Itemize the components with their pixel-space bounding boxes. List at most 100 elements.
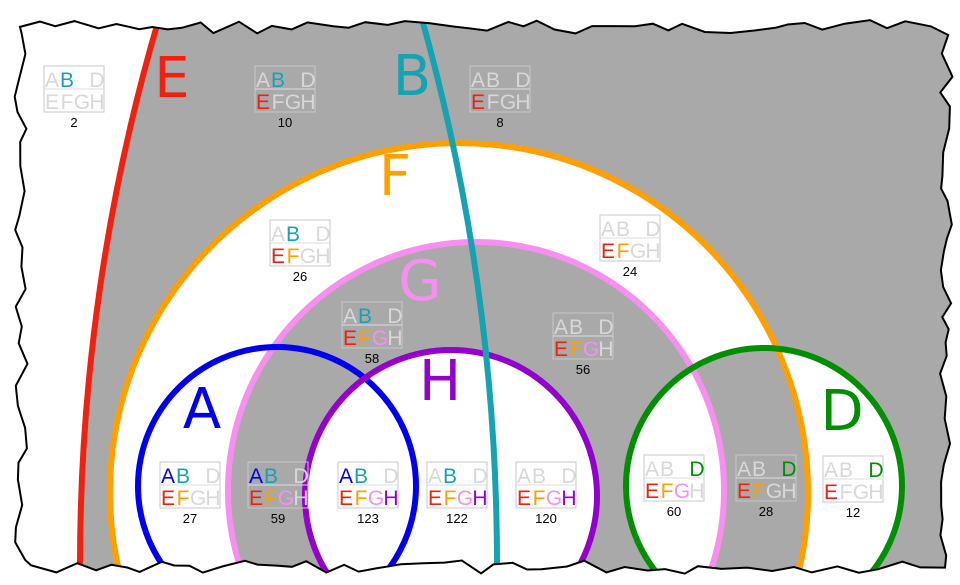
region-letter-g: G [766, 480, 782, 503]
set-label-h: H [419, 349, 461, 414]
region-count: 122 [446, 511, 468, 526]
region-letter-h: H [205, 487, 220, 510]
region-letter-d: D [387, 305, 402, 328]
region-letter-g: G [583, 338, 599, 361]
region-letter-g: G [674, 480, 690, 503]
region-letter-a: A [824, 459, 838, 482]
set-label-d: D [820, 379, 863, 444]
region-letter-g: G [546, 487, 562, 510]
region-letter-e: E [737, 480, 751, 503]
region-letter-f: F [265, 487, 278, 510]
region-letter-a: A [256, 69, 270, 92]
region-letter-b: B [532, 465, 546, 488]
region-count: 2 [70, 115, 77, 130]
region-letter-e: E [256, 91, 270, 114]
region-letter-h: H [300, 91, 315, 114]
region-letter-e: E [343, 327, 357, 350]
region-count: 8 [496, 115, 503, 130]
region-letter-f: F [570, 338, 583, 361]
region-letter-d: D [561, 465, 576, 488]
set-d-outline [623, 345, 905, 574]
set-b-outline [413, 20, 500, 574]
region-count: 26 [293, 269, 307, 284]
region-letter-h: H [598, 338, 613, 361]
region-count: 123 [357, 511, 379, 526]
region-letter-b: B [264, 465, 278, 488]
set-label-g: G [398, 249, 441, 314]
region-letter-b: B [569, 316, 583, 339]
region-count: 28 [759, 504, 773, 519]
region-count: 10 [278, 115, 292, 130]
region-count: 120 [535, 511, 557, 526]
region-letter-f: F [444, 487, 457, 510]
region-letter-e: E [645, 480, 659, 503]
region-letter-e: E [249, 487, 263, 510]
region-letter-b: B [486, 69, 500, 92]
region-letter-e: E [517, 487, 531, 510]
region-letter-d: D [598, 316, 613, 339]
region-letter-f: F [272, 91, 285, 114]
set-a-outline [135, 344, 419, 574]
region-letter-a: A [554, 316, 568, 339]
region-letter-a: A [271, 223, 285, 246]
region-letter-h: H [561, 487, 576, 510]
region-count: 12 [846, 505, 860, 520]
region-letter-b: B [839, 459, 853, 482]
region-letter-b: B [176, 465, 190, 488]
region-letter-e: E [428, 487, 442, 510]
region-letter-d: D [315, 223, 330, 246]
region-letter-g: G [285, 91, 301, 114]
region-letter-e: E [554, 338, 568, 361]
region-letter-g: G [630, 240, 646, 263]
region-letter-g: G [853, 481, 869, 504]
region-letter-a: A [737, 458, 751, 481]
region-letter-b: B [660, 458, 674, 481]
region-letter-e: E [271, 245, 285, 268]
set-e-outline [77, 20, 168, 574]
region-letter-g: G [368, 487, 384, 510]
region-letter-b: B [616, 218, 630, 241]
region-letter-d: D [300, 69, 315, 92]
set-label-e: E [154, 46, 189, 111]
region-letter-e: E [471, 91, 485, 114]
region-letter-h: H [645, 240, 660, 263]
region-letter-h: H [515, 91, 530, 114]
region-letter-a: A [428, 465, 442, 488]
region-letter-d: D [205, 465, 220, 488]
region-letter-f: F [661, 480, 674, 503]
region-count: 27 [183, 511, 197, 526]
set-g-outline [225, 239, 727, 574]
region-letter-f: F [61, 91, 74, 114]
region-letter-e: E [161, 487, 175, 510]
region-letter-g: G [278, 487, 294, 510]
region-letter-g: G [372, 327, 388, 350]
set-h-outline [302, 347, 600, 574]
region-letter-d: D [515, 69, 530, 92]
torn-paper-border [13, 19, 954, 575]
region-letter-e: E [339, 487, 353, 510]
region-letter-d: D [89, 69, 104, 92]
region-letter-a: A [161, 465, 175, 488]
region-letter-f: F [840, 481, 853, 504]
region-letter-h: H [689, 480, 704, 503]
region-letter-g: G [500, 91, 516, 114]
region-letter-f: F [355, 487, 368, 510]
region-letter-g: G [457, 487, 473, 510]
region-letter-h: H [383, 487, 398, 510]
region-letter-b: B [286, 223, 300, 246]
region-letter-g: G [300, 245, 316, 268]
region-count: 58 [365, 351, 379, 366]
region-letter-e: E [601, 240, 615, 263]
region-letter-b: B [354, 465, 368, 488]
region-letter-a: A [249, 465, 263, 488]
